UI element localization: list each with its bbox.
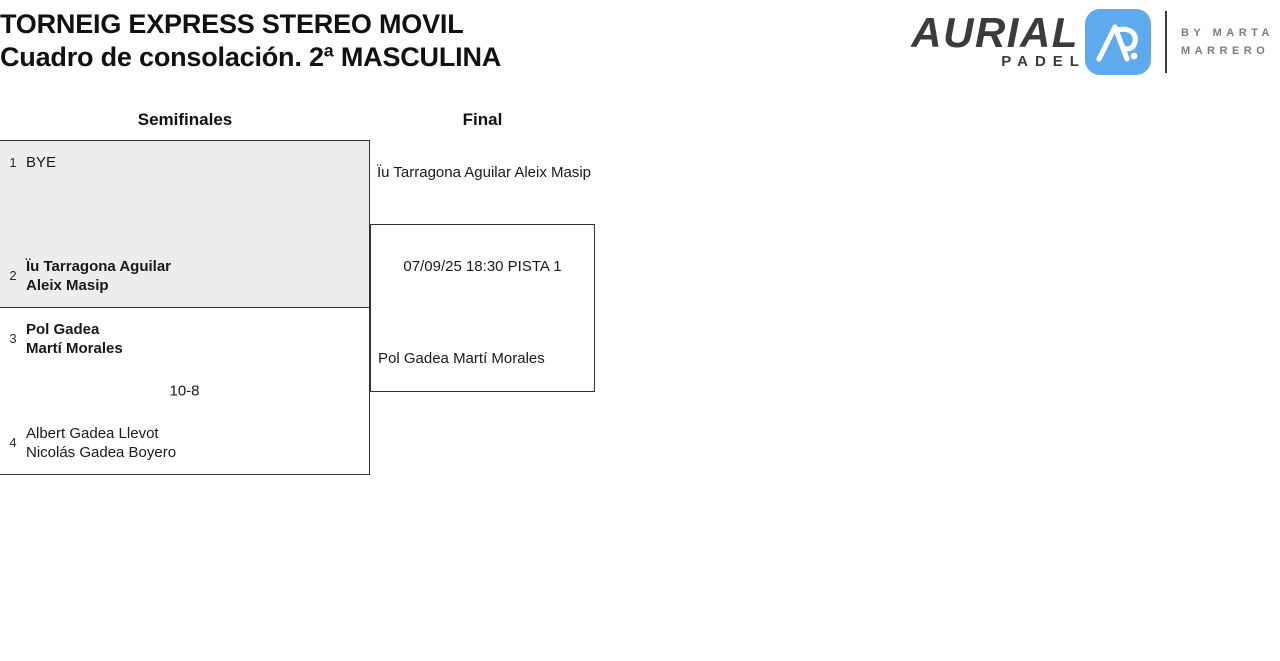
player-2-name: Martí Morales: [453, 350, 545, 367]
match-slot-bottom[interactable]: 4 Albert Gadea Llevot Nicolás Gadea Boye…: [0, 424, 176, 462]
page-header: TORNEIG EXPRESS STEREO MOVIL Cuadro de c…: [0, 0, 1280, 86]
player-1-name: Albert Gadea Llevot: [26, 425, 159, 442]
player-2-name: Aleix Masip: [514, 164, 592, 181]
logo-byline-line-1: BY MARTA: [1180, 27, 1274, 39]
seed-number: 2: [9, 268, 17, 283]
logo-brand-text: AURIAL: [911, 9, 1079, 56]
match-semifinal-1[interactable]: 1 BYE 2 Ïu Tarragona Aguilar Aleix Masip: [0, 140, 370, 308]
aurial-monogram-icon: [1084, 9, 1151, 75]
logo-byline: BY MARTA MARRERO: [1181, 24, 1274, 60]
match-score: 10-8: [169, 382, 200, 400]
match-slot-top[interactable]: 1 BYE: [0, 153, 56, 172]
match-slot-top[interactable]: 3 Pol Gadea Martí Morales: [0, 320, 123, 358]
page-title: TORNEIG EXPRESS STEREO MOVIL Cuadro de c…: [0, 8, 760, 74]
team-name: BYE: [26, 153, 56, 172]
tournament-name: TORNEIG EXPRESS STEREO MOVIL: [0, 9, 464, 39]
final-slot-bottom[interactable]: Pol Gadea Martí Morales: [378, 349, 545, 368]
logo-wordmark: AURIAL PADEL: [911, 9, 1079, 71]
seed-number: 1: [9, 154, 17, 170]
match-final[interactable]: 07/09/25 18:30 PISTA 1 Pol Gadea Martí M…: [370, 224, 595, 392]
player-2-name: Aleix Masip: [26, 277, 109, 294]
round-header-semifinals: Semifinales: [137, 110, 233, 129]
final-slot-top[interactable]: Ïu Tarragona Aguilar Aleix Masip: [377, 163, 591, 182]
team-name: Pol Gadea Martí Morales: [26, 320, 123, 358]
team-name: Ïu Tarragona Aguilar Aleix Masip: [26, 257, 171, 295]
match-schedule: 07/09/25 18:30 PISTA 1: [403, 258, 562, 275]
aurial-padel-logo: AURIAL PADEL BY MARTA MARRERO: [911, 6, 1274, 78]
seed-number: 3: [9, 331, 17, 346]
player-2-name: Martí Morales: [26, 340, 123, 357]
bracket-subtitle: Cuadro de consolación. 2ª MASCULINA: [0, 42, 502, 72]
seed-number: 4: [9, 435, 17, 450]
player-2-name: Nicolás Gadea Boyero: [26, 444, 177, 461]
player-1-name: Pol Gadea: [26, 321, 100, 338]
logo-divider: [1164, 11, 1167, 73]
player-1-name: Ïu Tarragona Aguilar: [377, 164, 511, 181]
match-slot-bottom[interactable]: 2 Ïu Tarragona Aguilar Aleix Masip: [0, 257, 171, 295]
match-semifinal-2[interactable]: 3 Pol Gadea Martí Morales 4 Albert Gadea…: [0, 307, 370, 475]
logo-sub-text: PADEL: [1001, 53, 1086, 70]
logo-byline-line-2: MARRERO: [1180, 45, 1270, 57]
player-1-name: BYE: [26, 154, 57, 171]
round-header-final: Final: [462, 110, 503, 129]
team-name: Albert Gadea Llevot Nicolás Gadea Boyero: [26, 424, 176, 462]
player-1-name: Ïu Tarragona Aguilar: [26, 258, 172, 275]
player-1-name: Pol Gadea: [378, 350, 449, 367]
